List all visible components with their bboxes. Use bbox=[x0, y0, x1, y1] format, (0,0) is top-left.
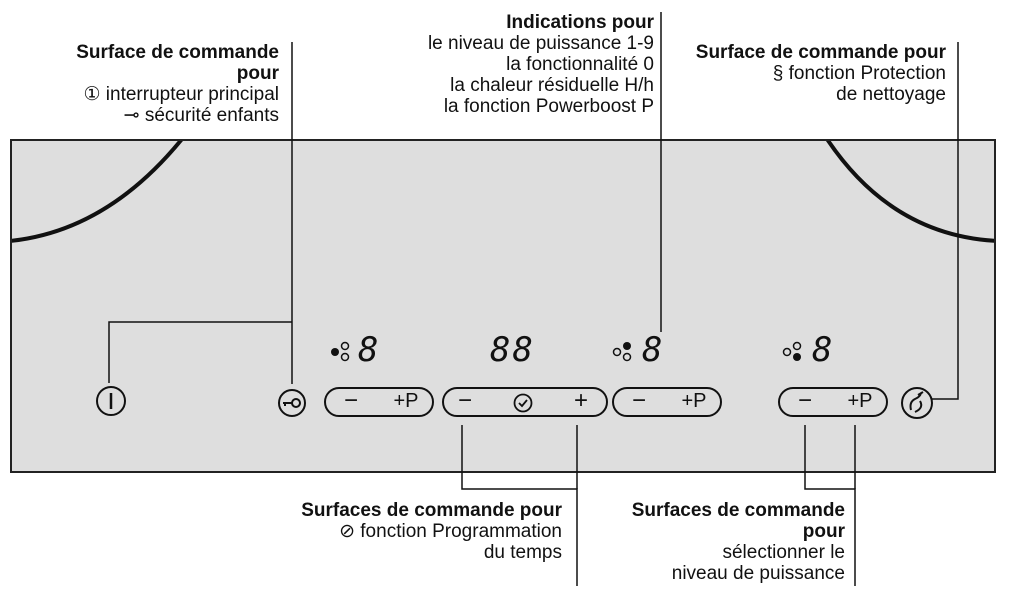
zone3-power-display: 8 bbox=[812, 330, 835, 370]
cooking-zone-left-outline bbox=[12, 141, 183, 243]
zone1-minus-button[interactable]: − bbox=[343, 387, 358, 414]
child-lock-key-icon[interactable] bbox=[277, 388, 307, 418]
timer-display: 88 bbox=[490, 330, 535, 370]
label-indications: Indications pour le niveau de puissance … bbox=[300, 12, 654, 117]
label-indications-line3: la chaleur résiduelle H/h bbox=[450, 75, 654, 96]
timer-control-group: − + bbox=[442, 387, 608, 417]
timer-plus-button[interactable]: + bbox=[573, 387, 588, 414]
label-power: Surfaces de commande pour sélectionner l… bbox=[590, 500, 845, 584]
label-timer-title: Surfaces de commande pour bbox=[301, 500, 562, 521]
label-timer-line1: ⊘ fonction Programmation bbox=[339, 521, 562, 542]
zone2-control-pair: − +P bbox=[612, 387, 722, 417]
cooking-zone-outlines bbox=[12, 141, 994, 243]
label-main-switch-line2: ⊸ sécurité enfants bbox=[123, 105, 279, 126]
label-timer: Surfaces de commande pour ⊘ fonction Pro… bbox=[280, 500, 562, 563]
label-cleaning-line1: § fonction Protection bbox=[772, 63, 946, 84]
zone3-position-dots bbox=[782, 341, 802, 361]
cleaning-protection-icon[interactable] bbox=[900, 386, 934, 420]
cooktop-control-panel: 8 88 8 8 − +P − + − +P − +P bbox=[10, 139, 996, 473]
timer-minus-button[interactable]: − bbox=[457, 387, 472, 414]
label-main-switch: Surface de commande pour ① interrupteur … bbox=[40, 42, 279, 126]
label-timer-line2: du temps bbox=[483, 542, 562, 563]
label-indications-line2: la fonctionnalité 0 bbox=[506, 54, 654, 75]
label-indications-line1: le niveau de puissance 1-9 bbox=[427, 33, 654, 54]
label-main-switch-line1: ① interrupteur principal bbox=[83, 84, 279, 105]
zone3-plus-p-button[interactable]: +P bbox=[847, 390, 873, 412]
label-power-title: Surfaces de commande pour bbox=[631, 500, 845, 542]
zone1-power-display: 8 bbox=[358, 330, 381, 370]
zone1-control-pair: − +P bbox=[324, 387, 434, 417]
zone1-plus-p-button[interactable]: +P bbox=[393, 390, 419, 412]
zone3-minus-button[interactable]: − bbox=[797, 387, 812, 414]
label-indications-title: Indications pour bbox=[506, 12, 654, 33]
label-main-switch-title: Surface de commande pour bbox=[76, 42, 279, 84]
label-power-line2: niveau de puissance bbox=[671, 563, 845, 584]
zone2-plus-p-button[interactable]: +P bbox=[681, 390, 707, 412]
power-switch-icon[interactable] bbox=[95, 385, 127, 417]
zone2-minus-button[interactable]: − bbox=[631, 387, 646, 414]
timer-clock-icon[interactable] bbox=[512, 392, 534, 414]
label-cleaning-line2: de nettoyage bbox=[836, 84, 946, 105]
zone3-control-pair: − +P bbox=[778, 387, 888, 417]
zone1-position-dots bbox=[331, 341, 350, 362]
label-cleaning: Surface de commande pour § fonction Prot… bbox=[690, 42, 946, 105]
label-cleaning-title: Surface de commande pour bbox=[695, 42, 946, 63]
cooking-zone-right-outline bbox=[825, 141, 994, 243]
label-indications-line4: la fonction Powerboost P bbox=[443, 96, 654, 117]
zone2-power-display: 8 bbox=[642, 330, 665, 370]
label-power-line1: sélectionner le bbox=[722, 542, 845, 563]
zone2-position-dots bbox=[612, 342, 632, 362]
